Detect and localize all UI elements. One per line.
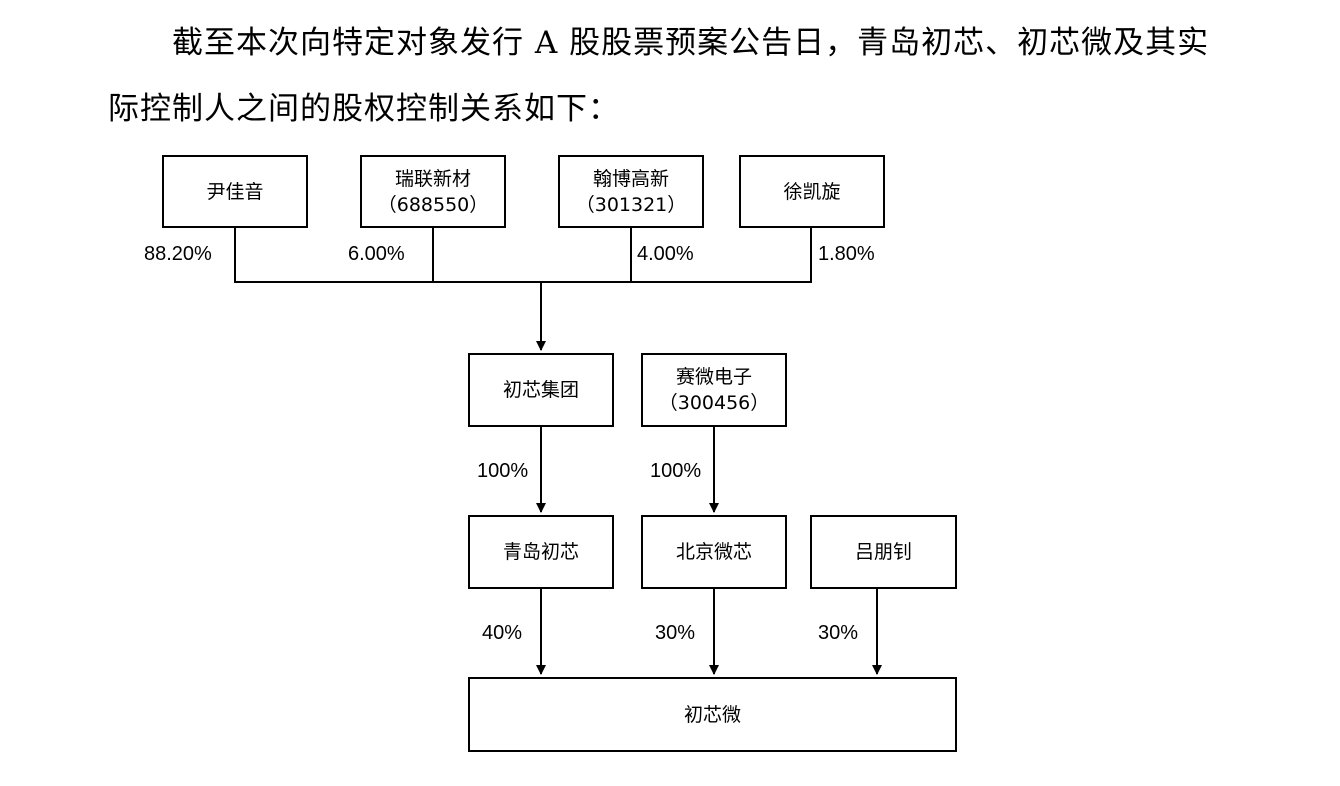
node-label: 吕朋钊 xyxy=(854,541,912,563)
node-hanbo: 翰博高新 （301321） xyxy=(558,155,704,228)
node-chuxin-group: 初芯集团 xyxy=(468,353,614,427)
node-label: 初芯集团 xyxy=(502,379,579,401)
node-label: 初芯微 xyxy=(683,703,741,726)
pct-qingdao-to-chuxinwei: 40% xyxy=(482,622,523,644)
pct-hanbo: 4.00% xyxy=(637,243,694,265)
intro-paragraph: 截至本次向特定对象发行 A 股股票预案公告日，青岛初芯、初芯微及其实际控制人之间… xyxy=(108,25,1210,127)
node-stock-code: （688550） xyxy=(377,193,489,216)
pct-group-to-qingdao: 100% xyxy=(477,460,529,482)
node-label: 瑞联新材 xyxy=(394,167,471,190)
pct-ruilian: 6.00% xyxy=(348,243,405,265)
pct-yin: 88.20% xyxy=(144,243,212,265)
node-label: 青岛初芯 xyxy=(502,541,579,563)
pct-lv-to-chuxinwei: 30% xyxy=(818,622,859,644)
pct-saiwei-to-beijing: 100% xyxy=(650,460,702,482)
node-stock-code: （301321） xyxy=(575,193,687,216)
pct-xu: 1.80% xyxy=(818,243,875,265)
node-yin-jiayin: 尹佳音 xyxy=(162,155,308,228)
node-qingdao-chuxin: 青岛初芯 xyxy=(468,515,614,589)
node-label: 北京微芯 xyxy=(675,541,752,563)
node-beijing-weixin: 北京微芯 xyxy=(641,515,787,589)
node-label: 尹佳音 xyxy=(206,180,264,203)
node-label: 赛微电子 xyxy=(675,366,752,388)
node-xu-kaixuan: 徐凯旋 xyxy=(739,155,885,228)
node-label: 徐凯旋 xyxy=(783,180,841,203)
node-ruilian: 瑞联新材 （688550） xyxy=(360,155,506,228)
node-chuxinwei: 初芯微 xyxy=(468,677,957,752)
node-saiwei: 赛微电子 （300456） xyxy=(641,353,787,427)
pct-beijing-to-chuxinwei: 30% xyxy=(655,622,696,644)
node-label: 翰博高新 xyxy=(592,167,669,190)
node-stock-code: （300456） xyxy=(658,392,770,414)
node-lv-pengzhao: 吕朋钊 xyxy=(810,515,957,589)
